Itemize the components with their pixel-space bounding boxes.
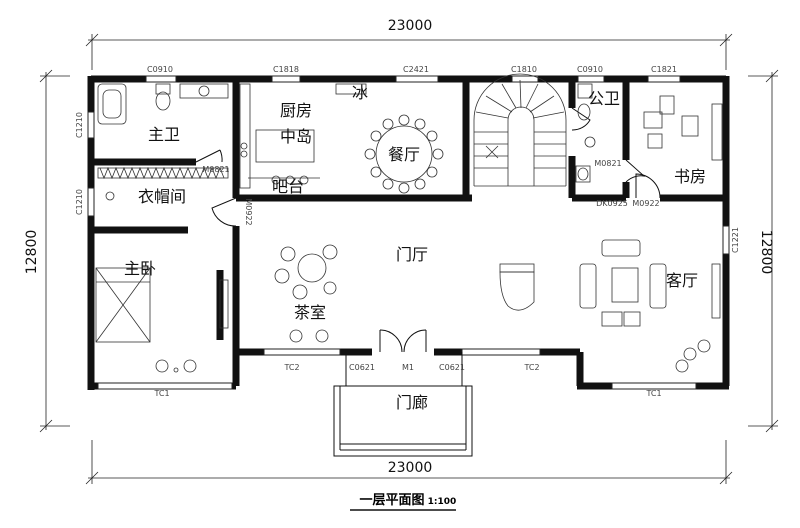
right-dimension-label: 12800: [758, 230, 774, 275]
room-label-island: 中岛: [280, 127, 312, 146]
code-c1821: C1821: [651, 65, 677, 74]
spiral-staircase: [473, 73, 567, 187]
tea-room-furniture: [274, 244, 338, 343]
code-c0910-a: C0910: [147, 65, 173, 74]
bottom-dimension-label: 23000: [388, 460, 433, 476]
room-label-master-bath: 主卫: [148, 125, 180, 144]
code-c1210-a: C1210: [75, 112, 84, 138]
master-bedroom-furniture: [95, 267, 229, 373]
room-label-porch: 门廊: [396, 393, 428, 412]
code-m1: M1: [402, 363, 414, 372]
code-c1810: C1810: [511, 65, 537, 74]
code-c0910-b: C0910: [577, 65, 603, 74]
living-room-sofa-set: [579, 239, 721, 373]
code-c0621-a: C0621: [349, 363, 375, 372]
room-label-master-bedroom: 主卧: [124, 259, 156, 278]
room-label-foyer: 门厅: [396, 245, 428, 264]
room-label-fridge: 冰: [352, 83, 368, 102]
code-tc1-b: TC1: [645, 389, 661, 398]
kitchen-fixtures: [239, 83, 367, 189]
code-m0821-a: M0821: [202, 165, 229, 174]
dining-table: [364, 114, 444, 194]
code-c1818: C1818: [273, 65, 299, 74]
windows: [87, 75, 730, 390]
room-label-kitchen: 厨房: [280, 101, 312, 120]
public-bath-fixtures: [575, 83, 596, 183]
code-m0922-a: M0922: [244, 198, 253, 225]
code-dk0925: DK0925: [596, 199, 628, 208]
room-label-tea-room: 茶室: [294, 303, 326, 322]
interior-walls: [91, 79, 726, 386]
code-c1210-b: C1210: [75, 189, 84, 215]
master-bath-fixtures: [97, 83, 229, 125]
code-c0621-b: C0621: [439, 363, 465, 372]
study-furniture: [643, 95, 723, 161]
code-m0922-b: M0922: [632, 199, 659, 208]
room-label-living: 客厅: [666, 271, 698, 290]
porch-steps: [333, 352, 473, 457]
code-m0821-b: M0821: [594, 159, 621, 168]
room-label-public-bath: 公卫: [588, 89, 620, 108]
top-dimension-label: 23000: [388, 18, 433, 34]
piano: [499, 263, 535, 311]
code-tc1-a: TC1: [153, 389, 169, 398]
code-c1221: C1221: [731, 227, 740, 253]
main-entrance-door: [379, 329, 427, 353]
interior-doors: [195, 107, 661, 227]
code-tc2-b: TC2: [523, 363, 539, 372]
left-dimension-label: 12800: [24, 230, 40, 275]
dimension-lines: [39, 33, 779, 485]
code-c2421: C2421: [403, 65, 429, 74]
room-label-bar: 吧台: [272, 177, 304, 196]
room-label-dining: 餐厅: [388, 145, 420, 164]
drawing-title: 一层平面图: [359, 493, 424, 508]
wardrobe-racks: [97, 166, 229, 201]
code-tc2-a: TC2: [283, 363, 299, 372]
exterior-walls: [87, 75, 730, 390]
room-label-wardrobe: 衣帽间: [138, 187, 186, 206]
room-label-study: 书房: [674, 167, 706, 186]
drawing-scale: 1:100: [428, 497, 457, 507]
